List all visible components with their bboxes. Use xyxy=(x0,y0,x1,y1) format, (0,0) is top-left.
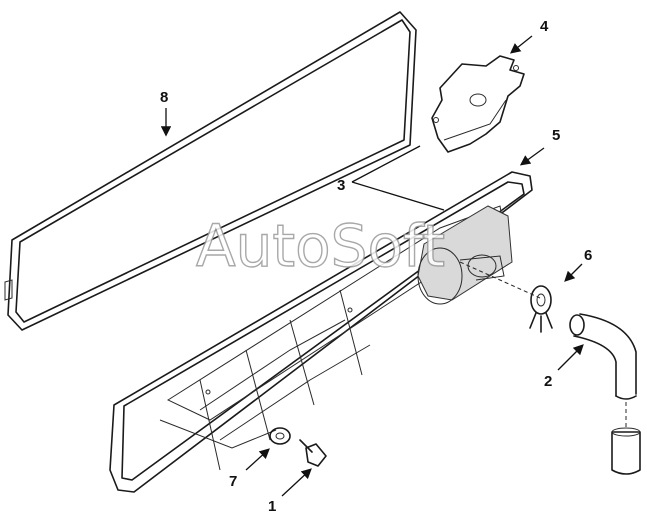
bolt-part-1 xyxy=(299,439,327,467)
baffle-plate-part-4 xyxy=(431,55,525,153)
callout-2: 2 xyxy=(544,373,552,390)
callout-7: 7 xyxy=(229,473,237,490)
grommet-clip-part-6 xyxy=(529,285,553,333)
callout-1: 1 xyxy=(268,498,276,515)
callout-4: 4 xyxy=(540,18,549,35)
assembly-centerline xyxy=(459,261,541,299)
callout-3: 3 xyxy=(337,177,345,194)
gasket-part-8 xyxy=(4,11,417,331)
pcv-hose-part-2 xyxy=(569,313,641,475)
watermark: AutoSoft xyxy=(196,212,445,280)
leader-lines xyxy=(160,35,584,497)
callout-5: 5 xyxy=(552,127,560,144)
callout-6: 6 xyxy=(584,247,592,264)
valve-cover-part-5 xyxy=(109,171,533,493)
callout-8: 8 xyxy=(160,89,168,106)
washer-part-7 xyxy=(269,427,291,445)
